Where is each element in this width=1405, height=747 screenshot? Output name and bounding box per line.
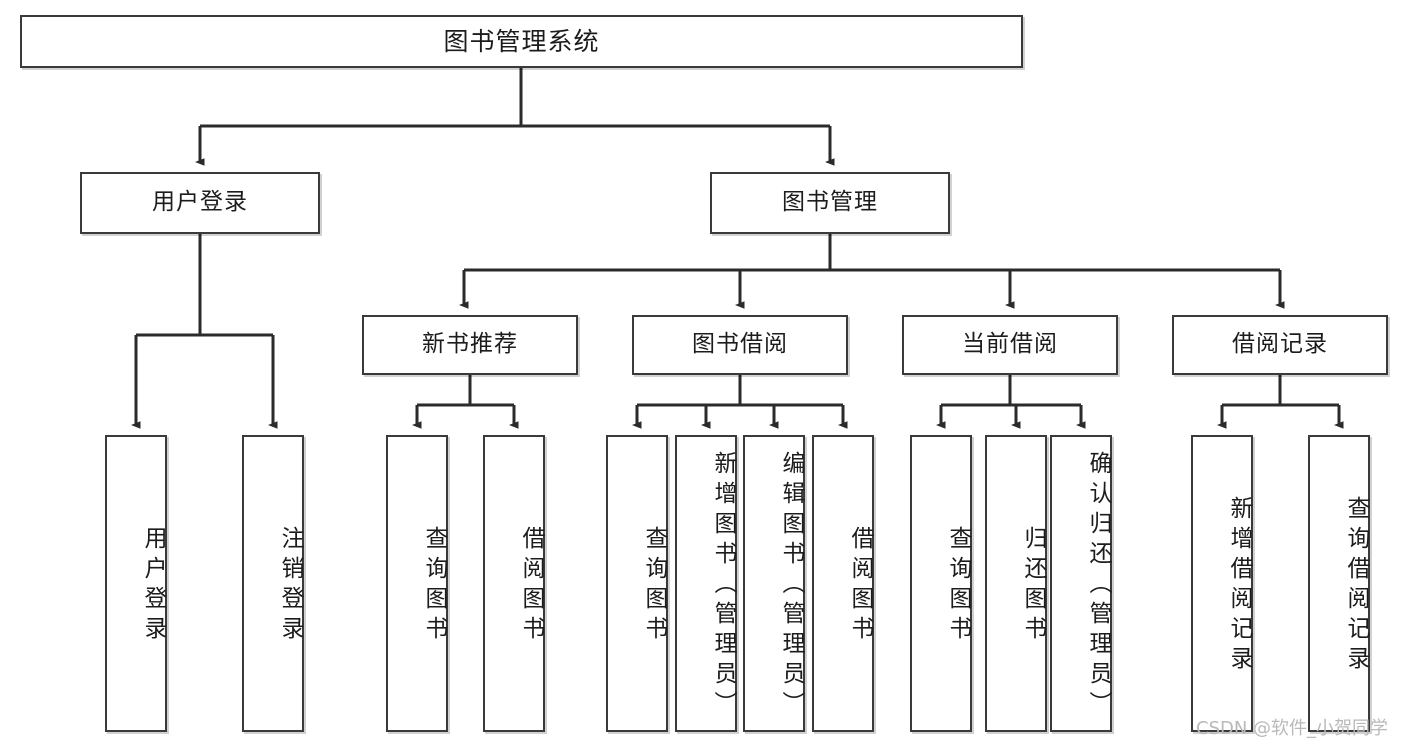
connector-group-current-borrow (936, 375, 1086, 429)
connector-group-new-book-recommend (412, 375, 519, 429)
node-leaf-confirm-return[interactable]: 确认归还（管理员） (1050, 435, 1112, 732)
node-book-manage[interactable]: 图书管理 (710, 172, 950, 234)
node-leaf-query-book-2-label: 查询图书 (641, 525, 667, 646)
node-book-borrow-label: 图书借阅 (692, 331, 788, 358)
node-leaf-return-book[interactable]: 归还图书 (985, 435, 1047, 732)
node-new-book-recommend-label: 新书推荐 (422, 331, 518, 358)
connector-group-user-login (131, 234, 278, 429)
node-leaf-confirm-return-label: 确认归还（管理员） (1085, 450, 1111, 721)
node-leaf-borrow-book-1[interactable]: 借阅图书 (483, 435, 545, 732)
node-leaf-add-book[interactable]: 新增图书（管理员） (675, 435, 737, 732)
node-root-label: 图书管理系统 (443, 26, 600, 56)
node-current-borrow-label: 当前借阅 (962, 331, 1058, 358)
node-leaf-query-book-3[interactable]: 查询图书 (910, 435, 972, 732)
node-book-manage-label: 图书管理 (782, 189, 878, 216)
connector-group-root (195, 68, 835, 166)
node-current-borrow[interactable]: 当前借阅 (902, 315, 1118, 375)
node-user-login[interactable]: 用户登录 (80, 172, 320, 234)
node-new-book-recommend[interactable]: 新书推荐 (362, 315, 578, 375)
connector-group-borrow-record (1217, 375, 1344, 429)
node-leaf-user-login-label: 用户登录 (140, 525, 166, 646)
node-borrow-record[interactable]: 借阅记录 (1172, 315, 1388, 375)
connector-group-book-borrow (632, 375, 848, 429)
node-leaf-borrow-book-2-label: 借阅图书 (847, 525, 873, 646)
node-root[interactable]: 图书管理系统 (20, 15, 1023, 68)
node-leaf-user-login[interactable]: 用户登录 (105, 435, 167, 732)
node-leaf-logout-login-label: 注销登录 (277, 525, 303, 646)
node-leaf-borrow-book-1-label: 借阅图书 (518, 525, 544, 646)
node-leaf-query-book-1-label: 查询图书 (421, 525, 447, 646)
node-user-login-label: 用户登录 (152, 189, 248, 216)
node-leaf-logout-login[interactable]: 注销登录 (242, 435, 304, 732)
node-leaf-add-record[interactable]: 新增借阅记录 (1191, 435, 1253, 732)
node-leaf-edit-book-label: 编辑图书（管理员） (778, 450, 804, 721)
node-leaf-borrow-book-2[interactable]: 借阅图书 (812, 435, 874, 732)
connector-group-book-manage (459, 234, 1285, 309)
node-leaf-edit-book[interactable]: 编辑图书（管理员） (743, 435, 805, 732)
node-leaf-query-book-2[interactable]: 查询图书 (606, 435, 668, 732)
node-leaf-query-record[interactable]: 查询借阅记录 (1308, 435, 1370, 732)
node-leaf-add-record-label: 新增借阅记录 (1226, 495, 1252, 676)
node-leaf-query-book-1[interactable]: 查询图书 (386, 435, 448, 732)
node-leaf-add-book-label: 新增图书（管理员） (710, 450, 736, 721)
node-borrow-record-label: 借阅记录 (1232, 331, 1328, 358)
node-leaf-query-book-3-label: 查询图书 (945, 525, 971, 646)
csdn-watermark: CSDN @软件_小贺同学 (1196, 718, 1389, 739)
node-leaf-query-record-label: 查询借阅记录 (1343, 495, 1369, 676)
node-book-borrow[interactable]: 图书借阅 (632, 315, 848, 375)
node-leaf-return-book-label: 归还图书 (1020, 525, 1046, 646)
